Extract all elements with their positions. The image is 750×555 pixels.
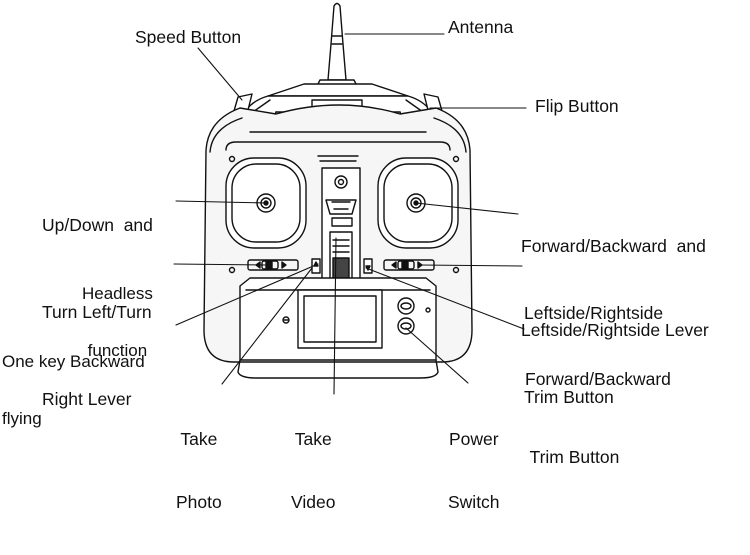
- shoulder-buttons-illustration: [233, 93, 443, 112]
- label-take-photo-line-2: Photo: [176, 492, 222, 512]
- label-headless-function-line-2: function: [87, 341, 148, 360]
- label-forward-backward-lever-line-2: Leftside/Rightside Lever: [521, 320, 709, 340]
- label-forward-backward-lever-line-1: Forward/Backward and: [521, 236, 706, 256]
- label-flip-button: Flip Button: [535, 96, 619, 116]
- label-one-key-backward-line-1: One key Backward: [2, 352, 145, 371]
- label-power-switch-line-2: Switch: [448, 492, 500, 512]
- label-take-photo-line-1: Take: [180, 429, 218, 449]
- label-forward-backward-trim: Forward/Backward Trim Button: [525, 314, 671, 522]
- label-one-key-backward-line-2: flying: [2, 409, 42, 428]
- label-take-video: Take Video: [291, 387, 335, 555]
- label-antenna: Antenna: [448, 17, 514, 37]
- remote-controller-diagram: Speed Button Antenna Flip Button Up/Down…: [2, 2, 709, 512]
- label-forward-backward-lever: Forward/Backward and Leftside/Rightside …: [521, 176, 709, 400]
- label-take-video-line-2: Video: [291, 492, 336, 512]
- lower-panel: [237, 277, 439, 379]
- label-forward-backward-trim-line-2: Trim Button: [525, 447, 620, 467]
- label-forward-backward-trim-line-1: Forward/Backward: [525, 369, 671, 389]
- label-up-down-lever: Up/Down and Turn Left/Turn Right Lever: [42, 153, 153, 472]
- label-up-down-lever-line-3: Right Lever: [42, 389, 132, 409]
- leader-lines: [173, 33, 527, 395]
- label-leftside-rightside-trim: Leftside/Rightside Trim Button: [524, 243, 663, 467]
- label-power-switch: Power Switch: [448, 387, 500, 555]
- label-up-down-lever-line-2: Turn Left/Turn: [42, 302, 152, 322]
- antenna-illustration: [315, 2, 359, 89]
- label-take-photo: Take Photo: [176, 387, 222, 555]
- label-up-down-lever-line-1: Up/Down and: [42, 215, 153, 235]
- label-leftside-rightside-trim-line-2: Trim Button: [524, 387, 614, 407]
- controller-illustration: [173, 2, 527, 395]
- label-headless-function: Headless function: [82, 246, 153, 398]
- label-speed-button: Speed Button: [135, 27, 242, 47]
- speaker-grille: [317, 155, 359, 162]
- label-one-key-backward: One key Backward flying: [2, 314, 145, 466]
- label-power-switch-line-1: Power: [448, 429, 499, 449]
- right-trim-switch: [383, 259, 435, 271]
- label-take-video-line-1: Take: [294, 429, 332, 449]
- label-headless-function-line-1: Headless: [82, 284, 153, 303]
- label-leftside-rightside-trim-line-1: Leftside/Rightside: [524, 303, 664, 323]
